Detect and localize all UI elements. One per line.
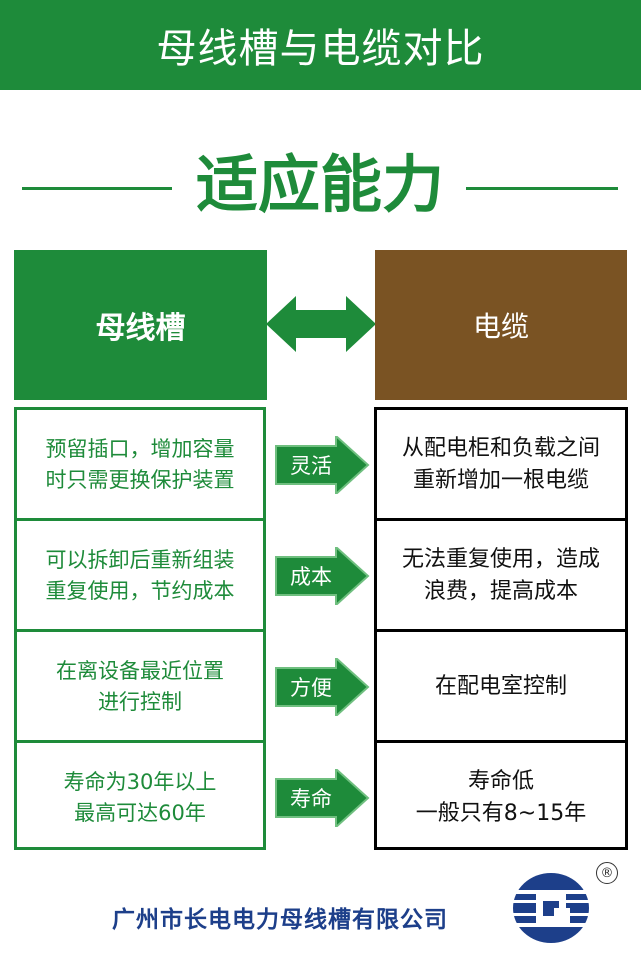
row-arrow-cost: 成本 [274,547,370,605]
busway-table: 预留插口，增加容量时只需更换保护装置 可以拆卸后重新组装重复使用，节约成本 在离… [14,407,266,850]
busway-column-header: 母线槽 [14,250,267,400]
row-divider [377,629,625,632]
page-title: 母线槽与电缆对比 [156,26,485,72]
row-arrow-convenience: 方便 [274,658,370,716]
cell-line: 重复使用，节约成本 [45,578,235,603]
row-label-convenience: 方便 [290,676,332,700]
section-title: 适应能力 [195,148,444,221]
cell-line: 进行控制 [98,689,182,714]
cell-line: 在配电室控制 [434,673,567,699]
cell-line: 最高可达60年 [74,800,206,825]
company-logo-icon [512,873,590,943]
row-divider [377,518,625,521]
row-label-flexibility: 灵活 [290,454,332,478]
cell-line: 预留插口，增加容量 [45,436,235,461]
cell-line: 寿命低 [467,768,534,794]
cell-line: 一般只有8~15年 [415,800,587,826]
row-divider [17,740,263,743]
cell-line: 寿命为30年以上 [63,769,217,794]
cell-line: 重新增加一根电缆 [412,467,589,493]
cable-header-label: 电缆 [472,310,529,343]
cell-line: 从配电柜和负载之间 [401,435,600,461]
page-title-banner: 母线槽与电缆对比 [0,0,641,90]
row-arrow-lifespan: 寿命 [274,769,370,827]
busway-cell-flexibility: 预留插口，增加容量时只需更换保护装置 [17,410,263,519]
row-label-lifespan: 寿命 [290,787,332,811]
cell-line: 浪费，提高成本 [423,578,578,604]
company-name: 广州市长电电力母线槽有限公司 [112,907,448,933]
section-divider-left [22,187,172,190]
cable-cell-lifespan: 寿命低一般只有8~15年 [377,743,625,852]
row-divider [17,629,263,632]
busway-cell-convenience: 在离设备最近位置进行控制 [17,632,263,741]
busway-cell-lifespan: 寿命为30年以上最高可达60年 [17,743,263,852]
cell-line: 时只需更换保护装置 [45,467,235,492]
section-divider-right [466,187,618,190]
row-divider [17,518,263,521]
cable-cell-convenience: 在配电室控制 [377,632,625,741]
registered-trademark-icon: ® [596,862,618,884]
busway-cell-cost: 可以拆卸后重新组装重复使用，节约成本 [17,521,263,630]
cable-table: 从配电柜和负载之间重新增加一根电缆 无法重复使用，造成浪费，提高成本 在配电室控… [374,407,628,850]
cell-line: 无法重复使用，造成 [401,546,600,572]
cable-cell-cost: 无法重复使用，造成浪费，提高成本 [377,521,625,630]
cable-column-header: 电缆 [375,250,627,400]
row-label-cost: 成本 [290,565,332,589]
cell-line: 在离设备最近位置 [56,658,224,683]
cell-line: 可以拆卸后重新组装 [45,547,235,572]
busway-header-label: 母线槽 [95,311,186,346]
cable-cell-flexibility: 从配电柜和负载之间重新增加一根电缆 [377,410,625,519]
double-arrow-icon [266,296,376,352]
row-arrow-flexibility: 灵活 [274,436,370,494]
row-divider [377,740,625,743]
